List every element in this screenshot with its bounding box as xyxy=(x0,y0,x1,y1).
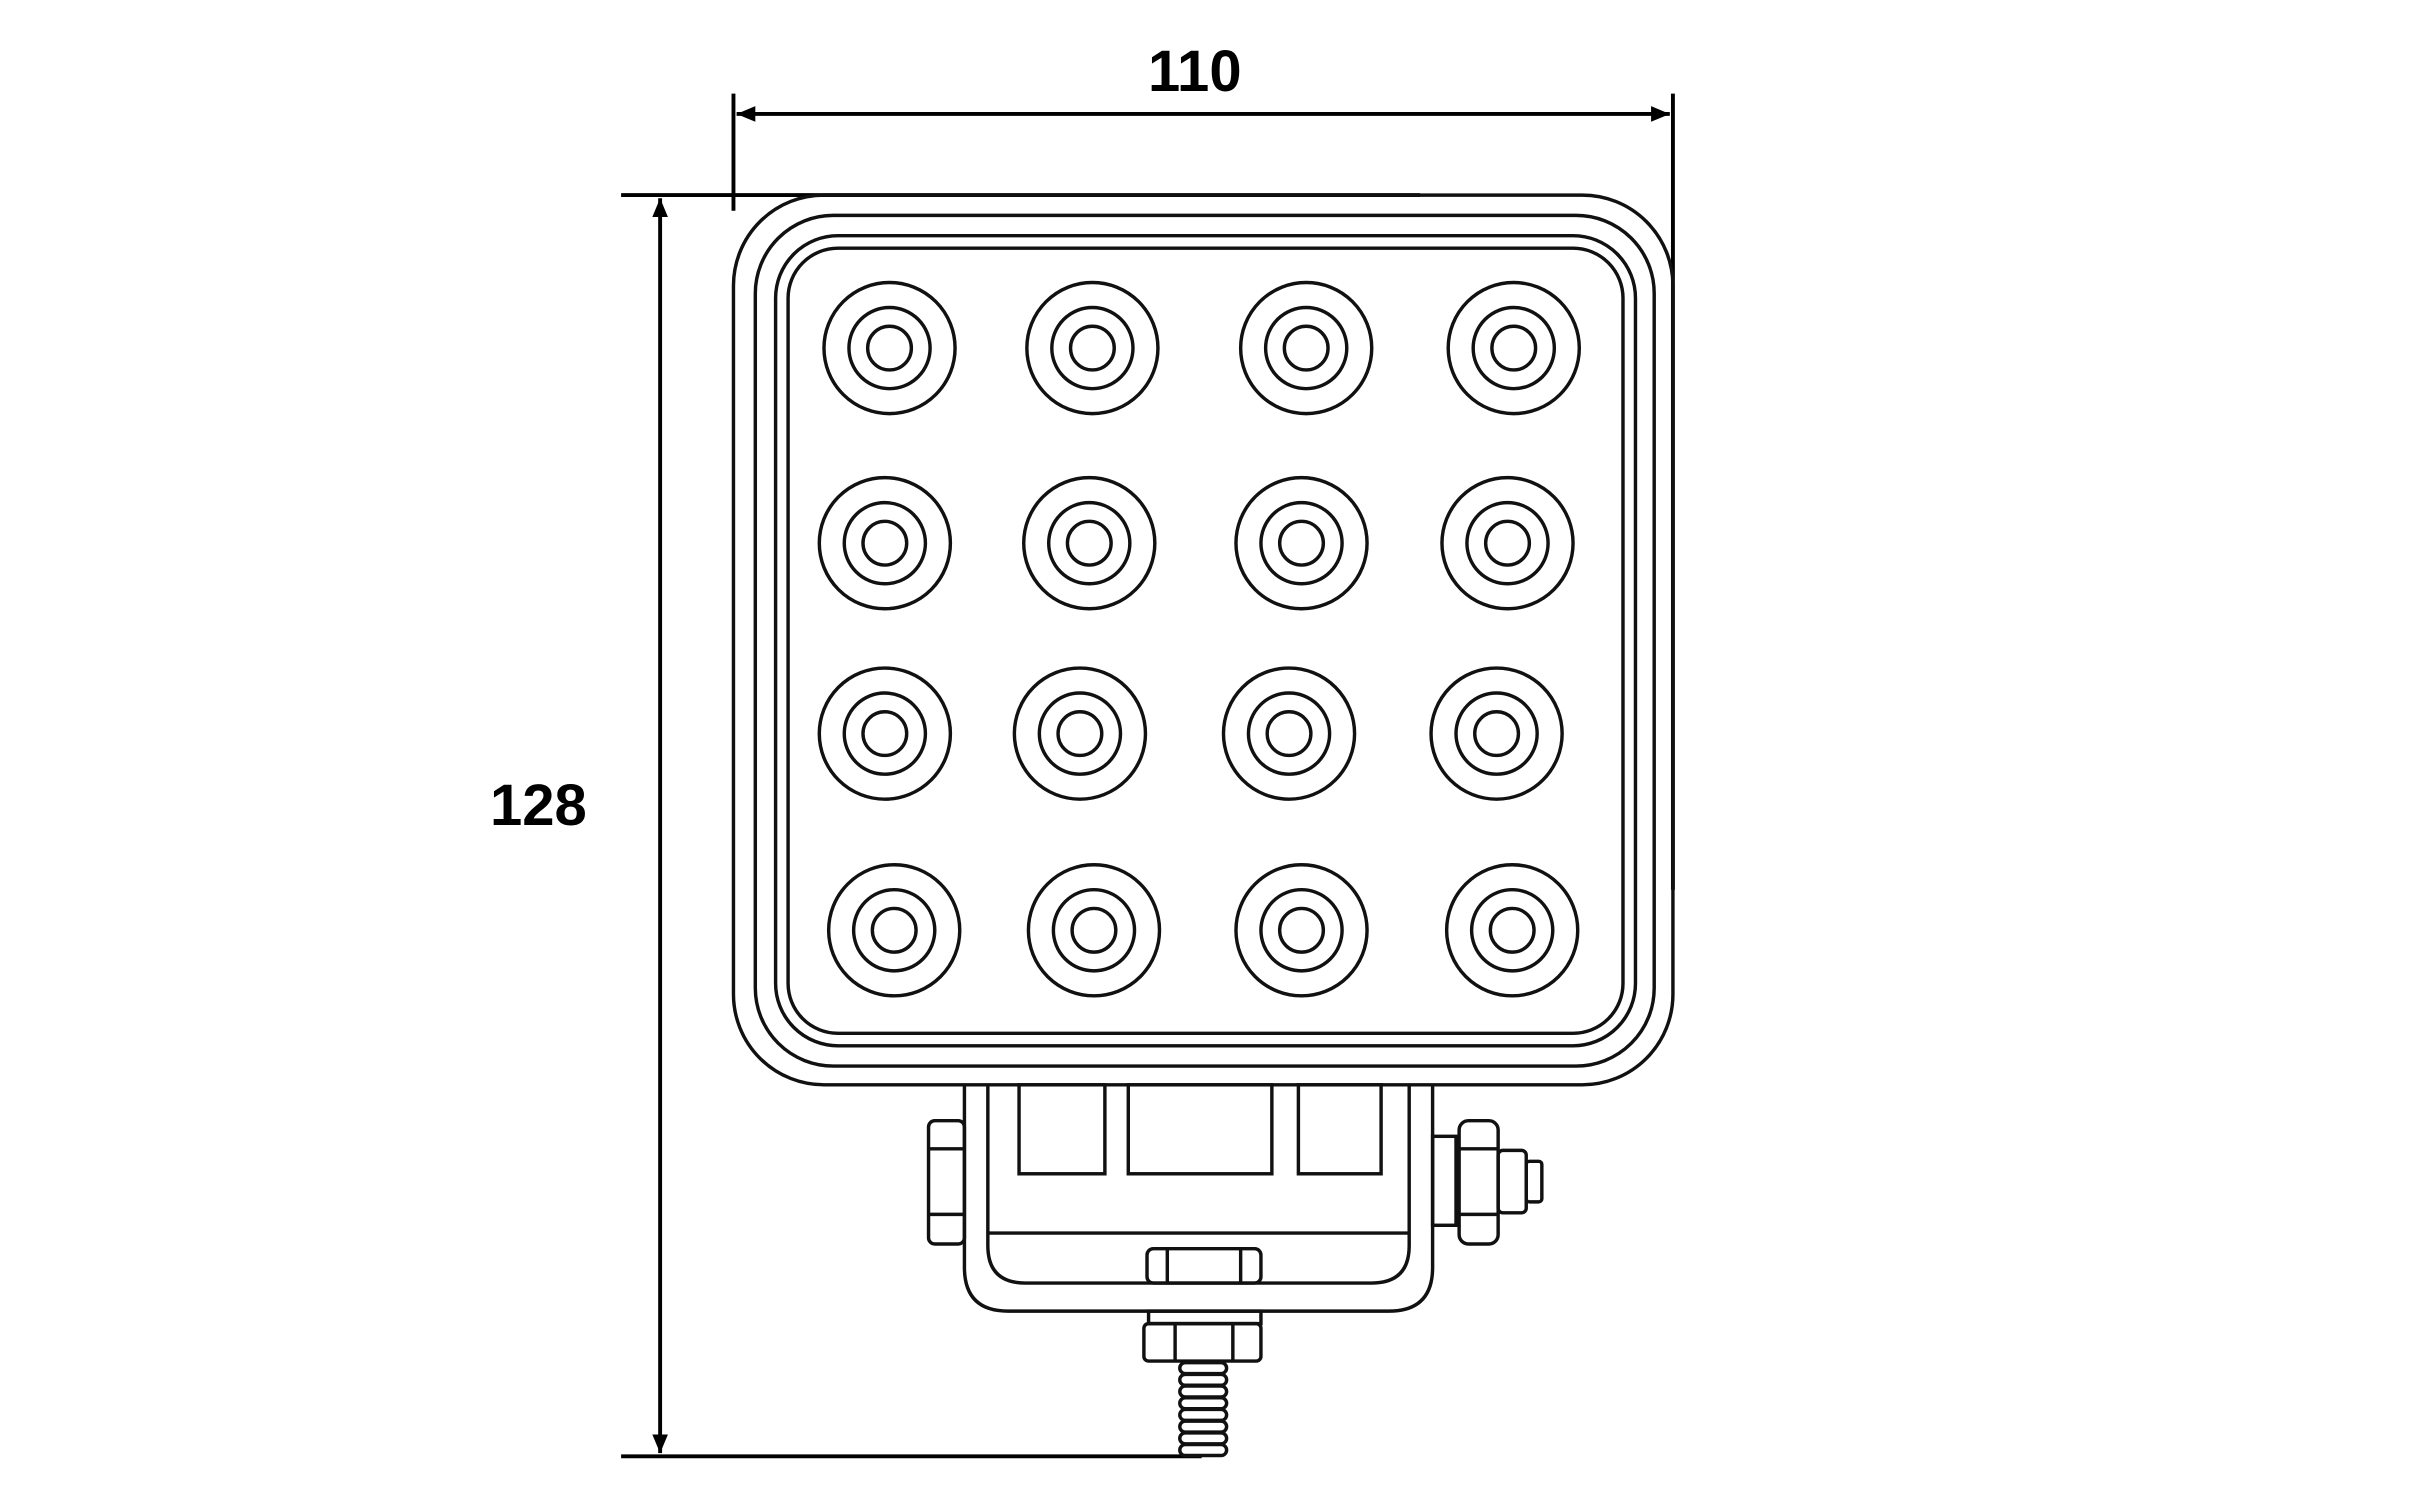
led xyxy=(817,475,953,611)
height-dimension-label: 128 xyxy=(490,773,587,838)
led xyxy=(1444,863,1580,998)
led xyxy=(1221,666,1357,801)
cable-gland xyxy=(1142,1309,1263,1458)
housing xyxy=(731,193,1675,1087)
led xyxy=(1012,666,1148,801)
width-dimension xyxy=(731,93,1675,890)
led xyxy=(1234,863,1369,998)
cable-spring xyxy=(1178,1360,1229,1458)
height-dimension xyxy=(621,193,1421,1459)
led-array xyxy=(817,280,1582,998)
led xyxy=(1446,280,1582,416)
led xyxy=(1440,475,1575,611)
led xyxy=(822,280,957,416)
width-dimension-label: 110 xyxy=(1148,39,1242,104)
mounting-bracket xyxy=(962,1083,1435,1313)
led xyxy=(1022,475,1157,611)
led xyxy=(826,863,962,998)
led xyxy=(1025,280,1160,416)
side-bolts xyxy=(926,1118,1544,1246)
led xyxy=(1026,863,1162,998)
led xyxy=(817,666,953,801)
led xyxy=(1429,666,1564,801)
led xyxy=(1234,475,1369,611)
led xyxy=(1238,280,1374,416)
